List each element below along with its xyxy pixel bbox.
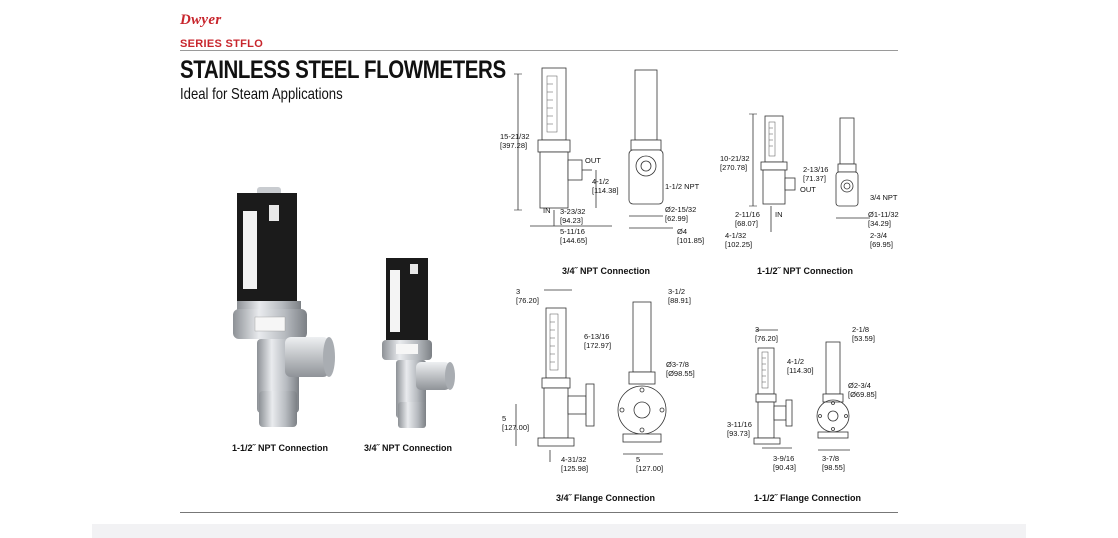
npt112-width-dim: 4-1/32[102.25] bbox=[725, 231, 753, 249]
small-photo-caption: 3/4˝ NPT Connection bbox=[364, 443, 453, 453]
large-flowmeter-photo bbox=[233, 187, 335, 427]
npt112-out-label: OUT bbox=[800, 185, 816, 194]
flange34-flange-dia-dim: Ø3-7/8[Ø98.55] bbox=[666, 360, 695, 378]
npt-112-side-drawing bbox=[835, 117, 870, 219]
npt34-bore-dim: Ø2-15/32[62.99] bbox=[665, 205, 697, 223]
npt112-bore-dim: Ø1-11/32[34.29] bbox=[868, 210, 899, 228]
flange34-side-dim: 3-1/2[88.91] bbox=[668, 287, 691, 305]
large-photo-caption: 1-1/2˝ NPT Connection bbox=[232, 443, 329, 453]
flange34-top-dim: 3[76.20] bbox=[516, 287, 539, 305]
flange34-center-dim: 5[127.00] bbox=[502, 414, 530, 432]
npt112-height-dim: 10-21/32[270.78] bbox=[720, 154, 750, 172]
npt34-width-dim: 5-11/16[144.65] bbox=[560, 227, 588, 245]
flange34-tube-dim: 6-13/16[172.97] bbox=[584, 332, 612, 350]
npt112-npt-label: 3/4 NPT bbox=[870, 193, 898, 202]
npt34-height-dim: 15-21/32[397.28] bbox=[500, 132, 530, 150]
flange-112-side-drawing bbox=[816, 341, 850, 451]
flange34-width-dim: 4-31/32[125.98] bbox=[561, 455, 589, 473]
npt112-inlet-dim: 2-11/16[68.07] bbox=[735, 210, 760, 228]
npt34-npt-label: 1-1/2 NPT bbox=[665, 182, 700, 191]
flange34-caption: 3/4˝ Flange Connection bbox=[556, 493, 656, 503]
npt34-dia-dim: Ø4[101.85] bbox=[677, 227, 705, 245]
small-flowmeter-photo bbox=[382, 258, 455, 428]
flange112-flange-dia-dim: Ø2-3/4[Ø69.85] bbox=[848, 381, 877, 399]
flange112-caption: 1-1/2˝ Flange Connection bbox=[754, 493, 862, 503]
flange112-depth-dim: 3-7/8[98.55] bbox=[822, 454, 845, 472]
npt-112-front-drawing bbox=[749, 113, 796, 232]
dwyer-logo: Dwyer bbox=[180, 12, 222, 28]
npt-34-side-drawing bbox=[628, 69, 673, 229]
npt112-in-label: IN bbox=[775, 210, 783, 219]
series-label: SERIES STFLO bbox=[180, 38, 264, 50]
npt34-out-label: OUT bbox=[585, 156, 601, 165]
page-subtitle: Ideal for Steam Applications bbox=[180, 86, 343, 103]
flange-34-side-drawing bbox=[617, 301, 667, 455]
flange34-depth-dim: 5[127.00] bbox=[636, 455, 664, 473]
npt112-caption: 1-1/2˝ NPT Connection bbox=[757, 266, 854, 276]
npt34-in-label: IN bbox=[543, 206, 551, 215]
footer-divider bbox=[180, 512, 898, 513]
npt34-caption: 3/4˝ NPT Connection bbox=[562, 266, 651, 276]
header-divider bbox=[180, 50, 898, 51]
flange-34-front-drawing bbox=[515, 289, 595, 462]
flange112-width-dim: 3-9/16[90.43] bbox=[773, 454, 796, 472]
flange-112-front-drawing bbox=[753, 329, 793, 449]
npt-34-front-drawing bbox=[514, 67, 612, 227]
npt34-inlet-dim: 3-23/32[94.23] bbox=[560, 207, 586, 225]
flange112-center-dim: 3-11/16[93.73] bbox=[727, 420, 752, 438]
flange112-tube-dim: 4-1/2[114.30] bbox=[787, 357, 814, 375]
npt112-dia-dim: 2-3/4[69.95] bbox=[870, 231, 893, 249]
flange112-side-dim: 2-1/8[53.59] bbox=[852, 325, 875, 343]
npt112-side-dim: 2-13/16[71.37] bbox=[803, 165, 829, 183]
page-title: STAINLESS STEEL FLOWMETERS bbox=[180, 56, 506, 84]
npt34-center-dim: 4-1/2[114.38] bbox=[592, 177, 619, 195]
footer-band bbox=[92, 524, 1026, 538]
flange112-top-dim: 3[76.20] bbox=[755, 325, 778, 343]
